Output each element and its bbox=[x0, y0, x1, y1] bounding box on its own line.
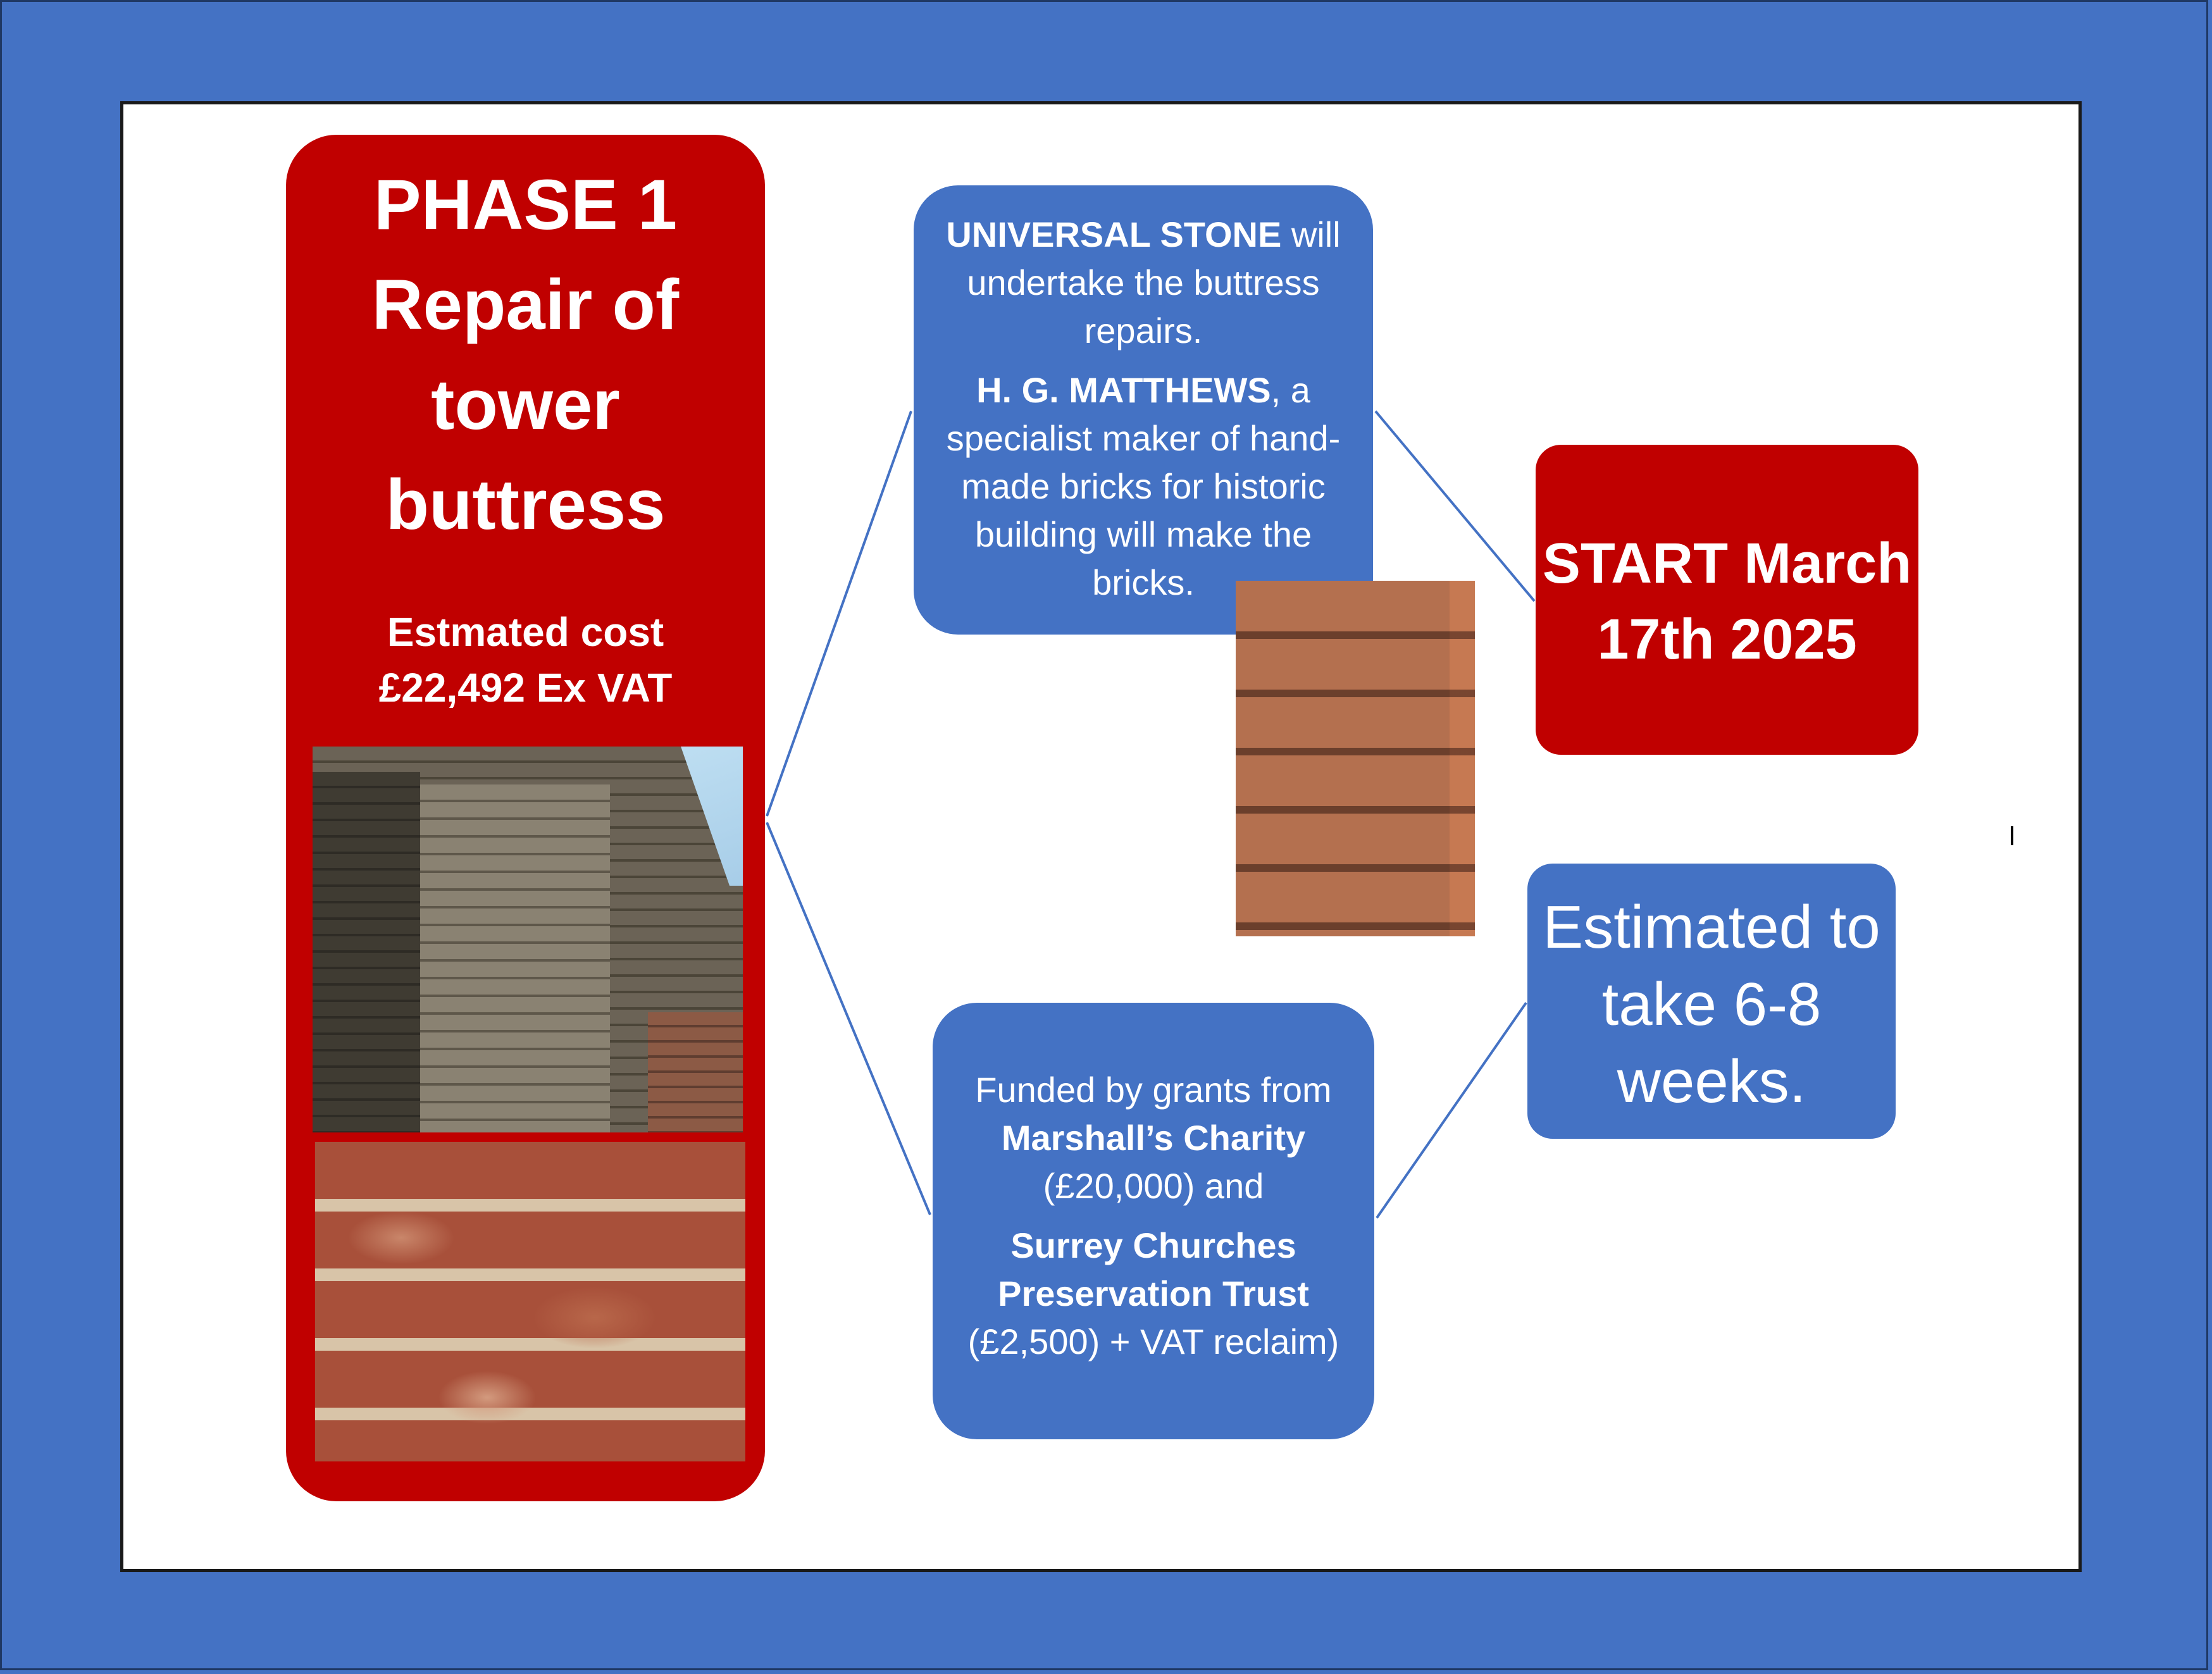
start-line: 17th 2025 bbox=[1597, 608, 1857, 671]
stone-text: will undertake the buttress repairs. bbox=[967, 214, 1341, 350]
funding-intro: Funded by grants from bbox=[975, 1070, 1332, 1110]
damaged-bricks-photo bbox=[315, 1142, 745, 1461]
connector-contractors-to-start bbox=[1374, 410, 1536, 602]
duration-line: take 6-8 bbox=[1601, 970, 1822, 1038]
phase-title-line: tower bbox=[431, 365, 620, 444]
phase-title: PHASE 1 Repair of tower buttress bbox=[299, 155, 752, 555]
text-cursor-mark bbox=[2011, 826, 2013, 845]
photo-red-wall bbox=[648, 1012, 743, 1132]
brick-company: H. G. MATTHEWS bbox=[976, 370, 1271, 410]
duration-line: weeks. bbox=[1617, 1048, 1806, 1115]
photo-shadow-face bbox=[313, 772, 420, 1132]
connector-phase-to-funding bbox=[766, 822, 931, 1215]
funding-box: Funded by grants from Marshall’s Charity… bbox=[933, 1003, 1374, 1439]
phase-title-line: Repair of bbox=[371, 265, 680, 344]
brick-paragraph: H. G. MATTHEWS, a specialist maker of ha… bbox=[939, 366, 1348, 607]
grant2-name-line2: Preservation Trust bbox=[998, 1274, 1309, 1313]
cost-value: £22,492 Ex VAT bbox=[378, 665, 673, 710]
grant1-amount: (£20,000) and bbox=[1043, 1166, 1264, 1206]
photo-buttress-pier bbox=[420, 784, 610, 1132]
photo-sky bbox=[681, 747, 743, 886]
start-date-box: START March 17th 2025 bbox=[1536, 445, 1918, 755]
grant1-name: Marshall’s Charity bbox=[1001, 1118, 1306, 1158]
connector-phase-to-contractors bbox=[766, 411, 912, 817]
connector-funding-to-duration bbox=[1376, 1001, 1527, 1219]
cost-label: Estmated cost bbox=[387, 609, 664, 655]
phase-title-line: buttress bbox=[385, 465, 666, 544]
grant2-amount: (£2,500) + VAT reclaim) bbox=[967, 1322, 1339, 1361]
funding-paragraph-2: Surrey Churches Preservation Trust (£2,5… bbox=[952, 1222, 1355, 1366]
stone-paragraph: UNIVERSAL STONE will undertake the buttr… bbox=[939, 211, 1348, 355]
contractors-box: UNIVERSAL STONE will undertake the buttr… bbox=[914, 185, 1373, 635]
stone-company: UNIVERSAL STONE bbox=[946, 214, 1282, 254]
start-line: START March bbox=[1542, 532, 1912, 595]
brick-text: , a specialist maker of hand-made bricks… bbox=[946, 370, 1341, 602]
duration-line: Estimated to bbox=[1543, 893, 1880, 961]
brick-stack-photo bbox=[1236, 581, 1475, 936]
tower-buttress-photo bbox=[313, 747, 743, 1132]
funding-paragraph-1: Funded by grants from Marshall’s Charity… bbox=[952, 1066, 1355, 1210]
phase-title-line: PHASE 1 bbox=[373, 165, 678, 244]
duration-box: Estimated to take 6-8 weeks. bbox=[1527, 864, 1896, 1139]
grant2-name-line1: Surrey Churches bbox=[1010, 1225, 1296, 1265]
phase-cost: Estmated cost £22,492 Ex VAT bbox=[286, 604, 765, 716]
photo-brick-edge bbox=[1450, 581, 1475, 936]
